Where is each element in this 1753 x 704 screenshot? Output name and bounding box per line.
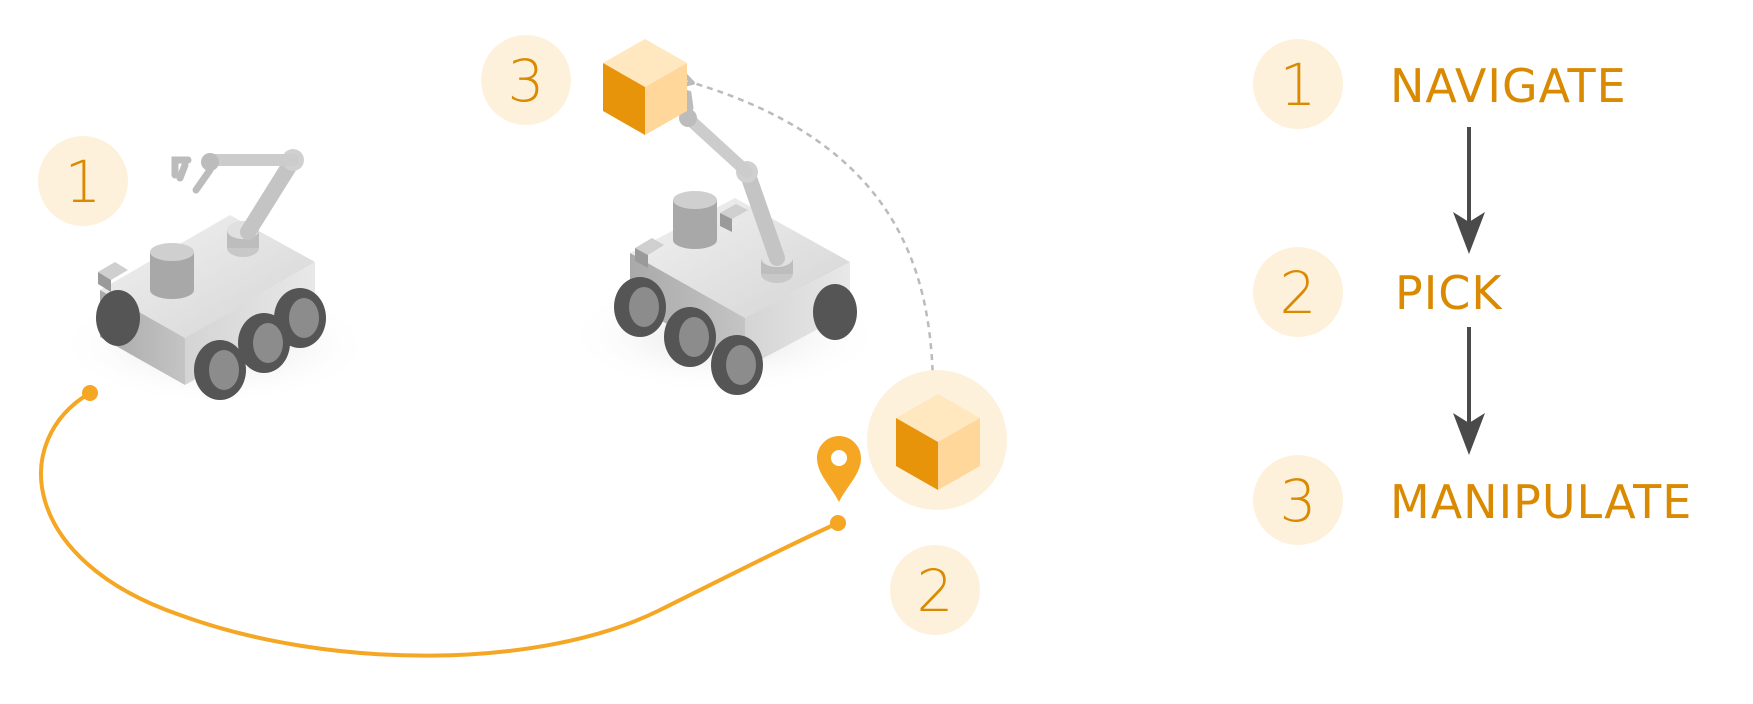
step-legend: 1 NAVIGATE 2 PICK 3 MANIPULATE	[1253, 39, 1692, 545]
path-start-dot	[82, 385, 98, 401]
scene-badge-label: 3	[508, 47, 545, 115]
scene-badge-label: 2	[917, 557, 954, 625]
legend-step-pick: 2 PICK	[1253, 247, 1503, 337]
scene-badge-1: 1	[38, 136, 128, 226]
legend-step-navigate: 1 NAVIGATE	[1253, 39, 1627, 129]
scene-badge-3: 3	[481, 35, 571, 125]
pick-trajectory-dashed	[690, 82, 935, 416]
scene-badge-label: 1	[65, 148, 102, 216]
rover-robot-icon	[55, 149, 375, 405]
arrow-down-icon	[1453, 127, 1485, 254]
legend-step-label: PICK	[1395, 266, 1503, 320]
rover-robot-icon	[565, 86, 885, 395]
legend-step-number: 3	[1280, 467, 1317, 535]
navigation-path-curve	[39, 391, 840, 658]
legend-step-manipulate: 3 MANIPULATE	[1253, 455, 1692, 545]
cube-icon	[896, 394, 980, 490]
legend-step-label: MANIPULATE	[1390, 475, 1692, 529]
arrow-down-icon	[1453, 327, 1485, 455]
legend-step-number: 2	[1280, 259, 1317, 327]
cube-icon	[603, 39, 687, 135]
path-end-dot	[830, 515, 846, 531]
navigation-path	[39, 385, 846, 658]
legend-step-label: NAVIGATE	[1390, 59, 1627, 113]
scene-badge-2: 2	[890, 545, 980, 635]
location-pin-icon	[817, 436, 861, 502]
legend-step-number: 1	[1280, 51, 1317, 119]
